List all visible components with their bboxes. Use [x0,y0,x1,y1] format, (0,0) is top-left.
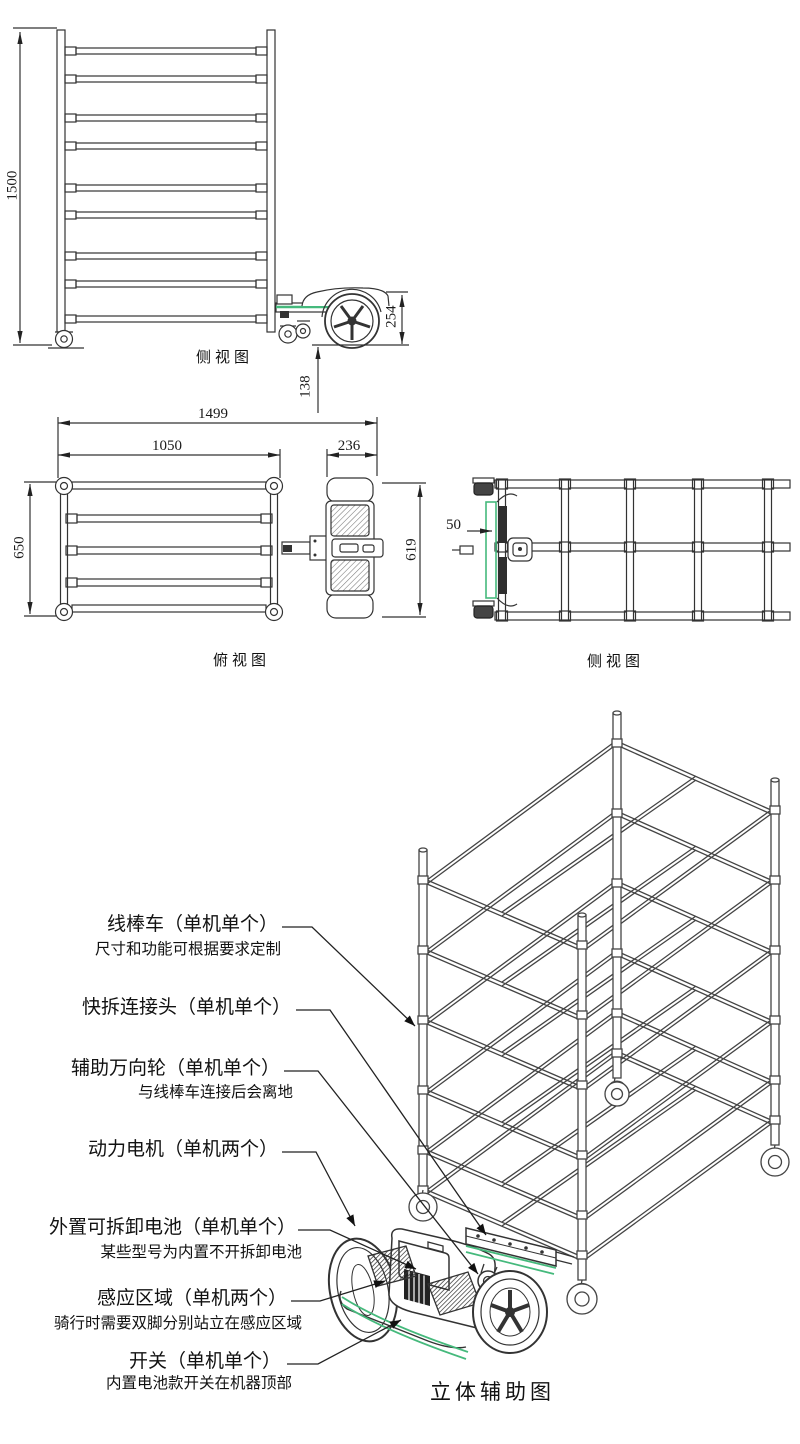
callout-sub-line-bar-cart: 尺寸和功能可根据要求定制 [94,941,281,958]
caster-wheel [54,329,74,349]
rack-posts-side [495,478,775,622]
view-title-side-2: 侧视图 [587,654,645,670]
top-view-drawing [24,417,426,622]
dim-619: 619 [403,538,420,561]
callout-sub-removable-battery: 某些型号为内置不开拆卸电池 [100,1244,302,1261]
side-view-2-drawing [452,477,791,622]
dim-254: 254 [383,305,400,328]
dim-138: 138 [297,375,314,398]
callout-label-removable-battery: 外置可拆卸电池（单机单个） [48,1217,296,1238]
callout-label-auxiliary-caster: 辅助万向轮（单机单个） [70,1058,280,1079]
dim-50: 50 [446,517,461,533]
dim-1500: 1500 [4,170,21,201]
callout-sub-auxiliary-caster: 与线棒车连接后会离地 [137,1084,293,1101]
callout-label-sensing-area: 感应区域（单机两个） [96,1288,287,1309]
callout-label-power-switch: 开关（单机单个） [128,1351,281,1372]
callout-label-line-bar-cart: 线棒车（单机单个） [106,914,278,935]
hoverboard-end-view [452,477,533,619]
hoverboard-side [301,287,390,349]
callout-label-power-motor: 动力电机（单机两个） [87,1139,278,1160]
view-title-side-1: 侧视图 [196,350,254,366]
callout-sub-power-switch: 内置电池款开关在机器顶部 [105,1375,292,1392]
hoverboard-top [325,477,384,619]
dim-650: 650 [11,536,28,559]
callout-sub-sensing-area: 骑行时需要双脚分别站立在感应区域 [53,1315,302,1332]
caster-wheel [278,320,311,344]
rack-frame-top [54,476,284,622]
side-view-1-drawing [13,27,409,413]
iso-rack-rails [426,742,772,1260]
sensor-pad-left [367,1245,417,1287]
iso-hoverboard [327,1227,575,1360]
rack-rails [64,46,268,324]
view-title-iso: 立体辅助图 [430,1380,555,1404]
iso-rack-posts [417,710,781,1281]
dim-1050: 1050 [152,438,182,454]
connector-top [281,535,333,561]
dim-236: 236 [337,438,361,454]
callout-leaders [282,926,487,1365]
dim-1499: 1499 [198,406,228,422]
callout-label-quick-release-connector: 快拆连接头（单机单个） [81,997,291,1018]
iso-view-drawing [282,710,790,1365]
iso-casters [408,1077,790,1315]
motor-wheel-right [472,1270,548,1354]
quick-release-plate [465,1227,575,1267]
view-title-top: 俯视图 [213,653,271,669]
